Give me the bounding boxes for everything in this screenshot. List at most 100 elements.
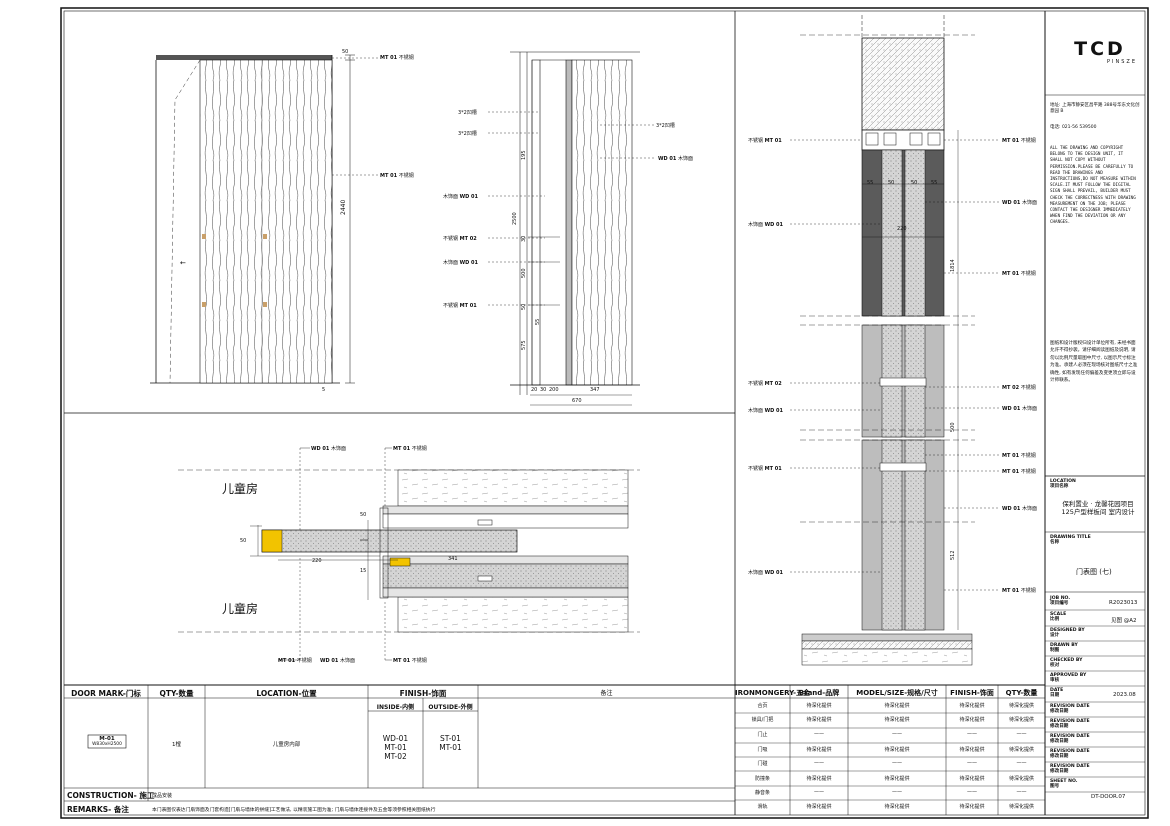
rs-tag-r9: MT 01 不锈钢 bbox=[1002, 588, 1036, 594]
door-head-section bbox=[790, 15, 1000, 666]
construction-value: 成品安装 bbox=[152, 793, 173, 799]
hdr-inside: INSIDE-内侧 bbox=[376, 704, 415, 711]
sec-dim-500: 500 bbox=[521, 268, 527, 278]
hdr-ironmongery: IRONMONGERY-五金 bbox=[735, 689, 811, 697]
plan-dim-220: 220 bbox=[312, 558, 322, 564]
door-size: W830xH2500 bbox=[92, 742, 122, 747]
plan-tag-mt-top: MT 01 不锈钢 bbox=[393, 446, 427, 452]
rs-tag-r5: WD 01 木饰面 bbox=[1002, 406, 1037, 412]
date: 2023.08 bbox=[1113, 692, 1136, 698]
sec-dim-2500: 2500 bbox=[512, 212, 518, 225]
plan-dim-50b: 50 bbox=[360, 512, 367, 518]
rs-tag-r6: MT 01 不锈钢 bbox=[1002, 453, 1036, 459]
sec-tag-wd-3: 木饰面 WD 01 bbox=[443, 260, 478, 266]
rs-dim-500: 500 bbox=[950, 422, 956, 432]
remarks-value: 本门表图仅表达门扇饰面及门套构造[门扇与墙体的拼缝]工艺做法, 以精装施工图为准… bbox=[152, 808, 436, 813]
hdr-outside: OUTSIDE-外侧 bbox=[428, 704, 473, 711]
sec-tag-mt2: 不锈钢 MT 02 bbox=[443, 236, 477, 242]
door-qty: 1樘 bbox=[172, 742, 181, 748]
hdr-qty: QTY-数量 bbox=[159, 689, 194, 698]
rs-dim-50a: 50 bbox=[888, 180, 895, 186]
plan-tag-wd-bot: WD 01 木饰面 bbox=[320, 658, 355, 664]
slide-arrow-icon: ← bbox=[180, 259, 186, 267]
rs-tag-l5: 不锈钢 MT 01 bbox=[748, 466, 782, 472]
schedule-grid bbox=[64, 684, 1045, 815]
sec-dim-30: 30 bbox=[521, 235, 527, 242]
hdr-qty2: QTY-数量 bbox=[1005, 689, 1038, 697]
rs-tag-l3: 不锈钢 MT 02 bbox=[748, 381, 782, 387]
elev-tag-metal-2: MT 01 不锈钢 bbox=[380, 173, 414, 179]
sec-dim-h-347: 347 bbox=[590, 387, 600, 393]
sec-dim-h-200: 200 bbox=[549, 387, 559, 393]
title-block-lines bbox=[1045, 94, 1145, 793]
door-elevation bbox=[150, 54, 378, 384]
sheet-no: DT-DOOR.07 bbox=[1091, 794, 1126, 800]
rs-dim-1814: 1814 bbox=[950, 259, 956, 272]
rs-dim-512: 512 bbox=[950, 550, 956, 560]
sec-note-groove-2: 3*2凹槽 bbox=[458, 131, 477, 137]
sec-note-groove-1: 3*2凹槽 bbox=[458, 110, 477, 116]
rs-tag-l2: 木饰面 WD 01 bbox=[748, 222, 783, 228]
copyright-note: ALL THE DRAWING AND COPYRIGHT BELONG TO … bbox=[1050, 145, 1136, 225]
elev-tag-metal: MT 01 不锈钢 bbox=[380, 55, 414, 61]
sec-tag-wd-2: 木饰面 WD 01 bbox=[443, 194, 478, 200]
hdr-location: LOCATION-位置 bbox=[256, 689, 317, 698]
sec-dim-195: 195 bbox=[521, 150, 527, 160]
hdr-remark: 备注 bbox=[600, 690, 613, 697]
elev-dim-top: 50 bbox=[342, 49, 349, 55]
company-logo: TCD PINSZE bbox=[1074, 38, 1137, 66]
job-no-label: JOB NO.项目编号 bbox=[1050, 596, 1071, 607]
sec-tag-mt: 不锈钢 MT 01 bbox=[443, 303, 477, 309]
elev-dim-bottom: 5 bbox=[322, 387, 326, 393]
hdr-door-mark: DOOR MARK-门标 bbox=[71, 689, 141, 698]
scale: 见图 @A2 bbox=[1111, 618, 1137, 624]
door-section bbox=[488, 51, 655, 406]
sheet-no-label: SHEET NO.图号 bbox=[1050, 779, 1078, 790]
sec-dim-h-30: 30 bbox=[540, 387, 547, 393]
rs-tag-l1: 不锈钢 MT 01 bbox=[748, 138, 782, 144]
sec-dim-total: 670 bbox=[572, 398, 582, 404]
rs-tag-r1: MT 01 不锈钢 bbox=[1002, 138, 1036, 144]
sec-dim-55: 55 bbox=[535, 318, 541, 325]
plan-dim-50: 50 bbox=[240, 538, 247, 544]
rs-dim-220: 220 bbox=[897, 226, 907, 232]
company-address: 地址: 上海市静安区昌平路 388号华东文化创意园 B bbox=[1050, 103, 1140, 114]
job-no: R2023013 bbox=[1109, 600, 1138, 606]
plan-tag-wd-top: WD 01 木饰面 bbox=[311, 446, 346, 452]
rs-dim-50b: 50 bbox=[911, 180, 918, 186]
rs-dim-55a: 55 bbox=[867, 180, 874, 186]
plan-tag-mt-bot: MT 01 不锈钢 bbox=[278, 658, 312, 664]
project-name: 保利置业 · 龙馨花园项目 125户型样板间 室内设计 bbox=[1061, 500, 1135, 516]
rs-tag-r8: WD 01 木饰面 bbox=[1002, 506, 1037, 512]
plan-dim-341: 341 bbox=[448, 556, 458, 562]
construction-label: CONSTRUCTION- 施工 bbox=[67, 791, 155, 800]
rs-tag-l4: 木饰面 WD 01 bbox=[748, 408, 783, 414]
sec-dim-h-20: 20 bbox=[531, 387, 538, 393]
elev-dim-height: 2440 bbox=[340, 199, 347, 215]
rs-tag-r3: MT 01 不锈钢 bbox=[1002, 271, 1036, 277]
copyright-note-cn: 图纸和设计版权归设计单位所有, 未经书面允许不得抄袭。请仔细阅读图纸及说明, 请… bbox=[1050, 341, 1138, 384]
hdr-model: MODEL/SIZE-规格/尺寸 bbox=[856, 689, 938, 697]
drawing-title: 门表图 (七) bbox=[1076, 568, 1112, 576]
sec-note-groove-3: 3*2凹槽 bbox=[656, 123, 675, 129]
sec-tag-wd: WD 01 木饰面 bbox=[658, 156, 693, 162]
hdr-brand: Brand-品牌 bbox=[798, 689, 840, 697]
plan-dim-15: 15 bbox=[360, 568, 367, 574]
rs-tag-r4: MT 02 不锈钢 bbox=[1002, 385, 1036, 391]
